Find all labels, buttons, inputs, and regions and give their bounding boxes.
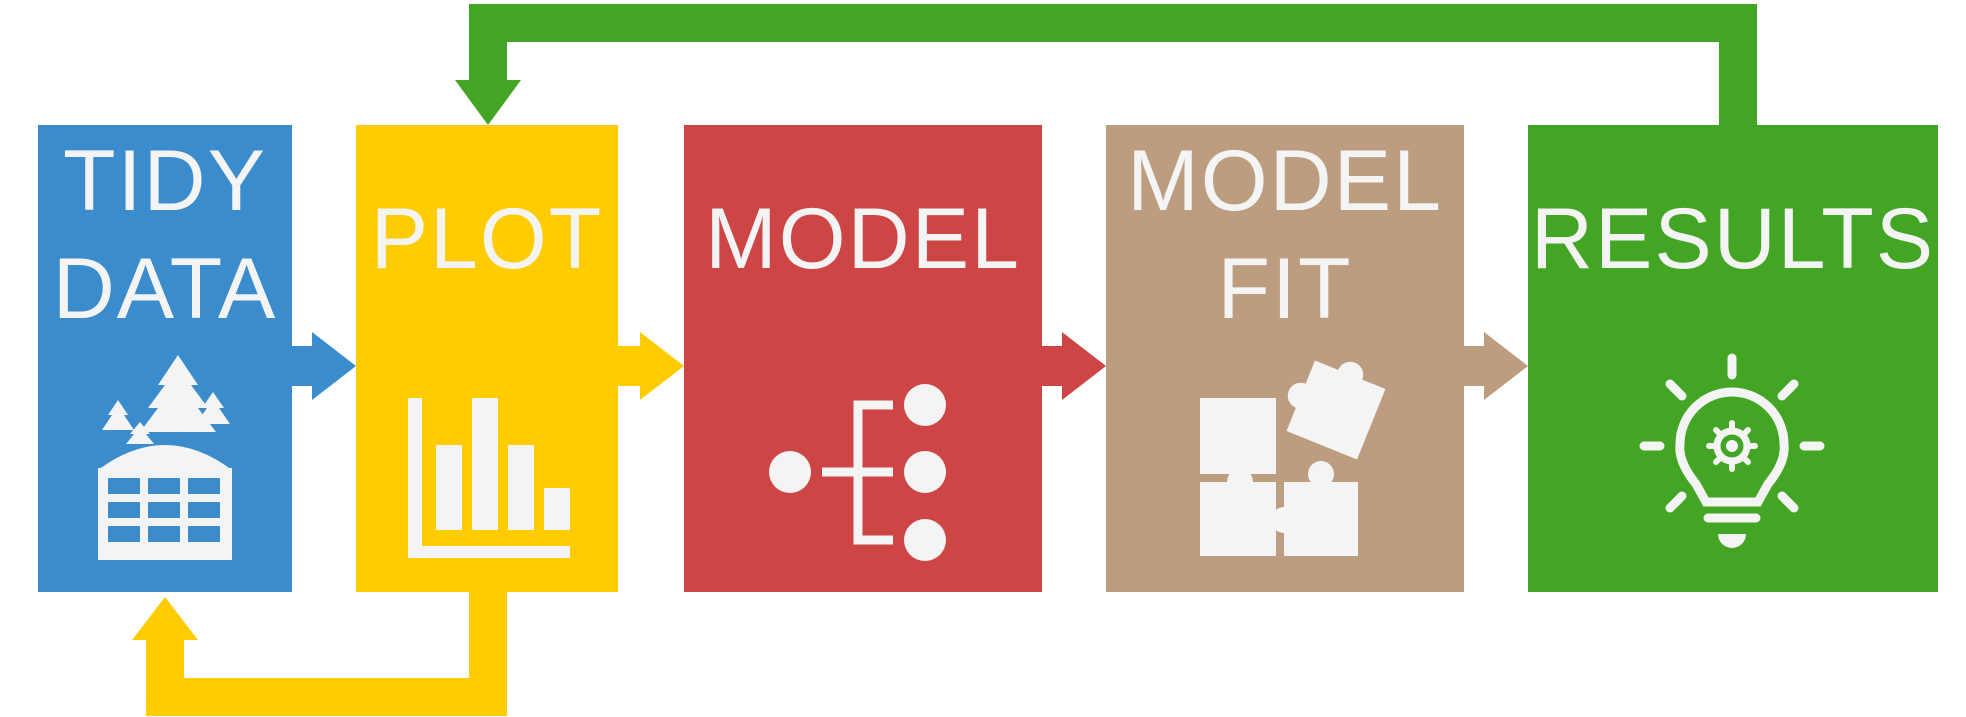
feedback-arrow-plot-to-tidy [132, 592, 507, 716]
label-tidy: TIDY [63, 133, 267, 229]
step-model: MODEL [684, 125, 1042, 592]
model-tree-icon [769, 384, 946, 561]
forward-arrow-2 [618, 332, 684, 400]
puzzle-icon [1200, 360, 1386, 556]
forward-arrow-3 [1040, 332, 1106, 400]
bar-chart-icon [408, 398, 570, 558]
step-plot: PLOT [356, 125, 618, 592]
lightbulb-gear-icon [1639, 353, 1825, 548]
feedback-line-yellow [146, 592, 507, 716]
step-tidy-data: TIDY DATA [38, 125, 292, 592]
label-model: MODEL [705, 191, 1021, 287]
label-model-fit-line2: FIT [1218, 241, 1353, 337]
feedback-line-green [469, 4, 1757, 125]
forward-arrow-1 [290, 332, 356, 400]
feedback-arrowhead-yellow [132, 597, 198, 640]
feedback-arrowhead-green [455, 80, 521, 125]
grid-cells [108, 478, 220, 542]
forward-arrow-4 [1462, 332, 1528, 400]
label-data: DATA [53, 241, 278, 337]
label-results: RESULTS [1531, 191, 1935, 287]
step-results: RESULTS [1528, 125, 1938, 592]
label-plot: PLOT [371, 191, 604, 287]
box-model [684, 125, 1042, 592]
step-model-fit: MODEL FIT [1106, 125, 1464, 592]
feedback-arrow-results-to-plot [455, 4, 1757, 125]
label-model-fit-line1: MODEL [1127, 133, 1443, 229]
